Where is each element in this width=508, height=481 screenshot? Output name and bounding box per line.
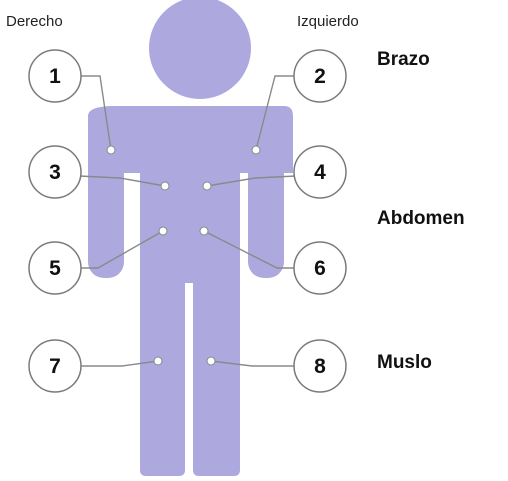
site-marker-2 [293,49,347,103]
connector-2 [255,75,296,151]
connector-6 [203,230,296,269]
left-side-label: Izquierdo [297,13,359,30]
site-markers [28,49,347,393]
site-dot-7 [153,356,163,366]
connector-5 [79,230,164,269]
connector-lines [78,75,297,367]
site-number-3: 3 [49,161,61,184]
site-marker-3 [28,145,82,199]
connector-4 [206,175,297,187]
site-number-1: 1 [49,65,61,88]
site-dot-6 [199,226,209,236]
connector-1 [79,75,112,151]
site-number-8: 8 [314,355,326,378]
site-number-5: 5 [49,257,61,280]
site-dot-8 [206,356,216,366]
connector-3 [78,175,166,187]
site-marker-5 [28,241,82,295]
right-side-label: Derecho [6,13,63,30]
torso-and-legs [88,106,293,476]
site-dot-5 [158,226,168,236]
site-number-7: 7 [49,355,61,378]
site-marker-8 [293,339,347,393]
site-dot-2 [251,145,261,155]
site-numbers: 1 2 3 4 5 6 7 8 [49,65,326,378]
site-number-4: 4 [314,161,326,184]
region-label-thigh: Muslo [377,352,432,373]
region-label-abdomen: Abdomen [377,208,465,229]
site-dots [106,145,261,366]
site-marker-1 [28,49,82,103]
region-label-arm: Brazo [377,49,430,70]
site-marker-7 [28,339,82,393]
site-dot-3 [160,181,170,191]
site-dot-4 [202,181,212,191]
site-dot-1 [106,145,116,155]
site-number-2: 2 [314,65,326,88]
site-marker-4 [293,145,347,199]
site-marker-6 [293,241,347,295]
site-number-6: 6 [314,257,326,280]
connector-7 [79,360,159,367]
connector-8 [210,360,296,367]
head [149,0,251,99]
body-silhouette [88,0,293,476]
